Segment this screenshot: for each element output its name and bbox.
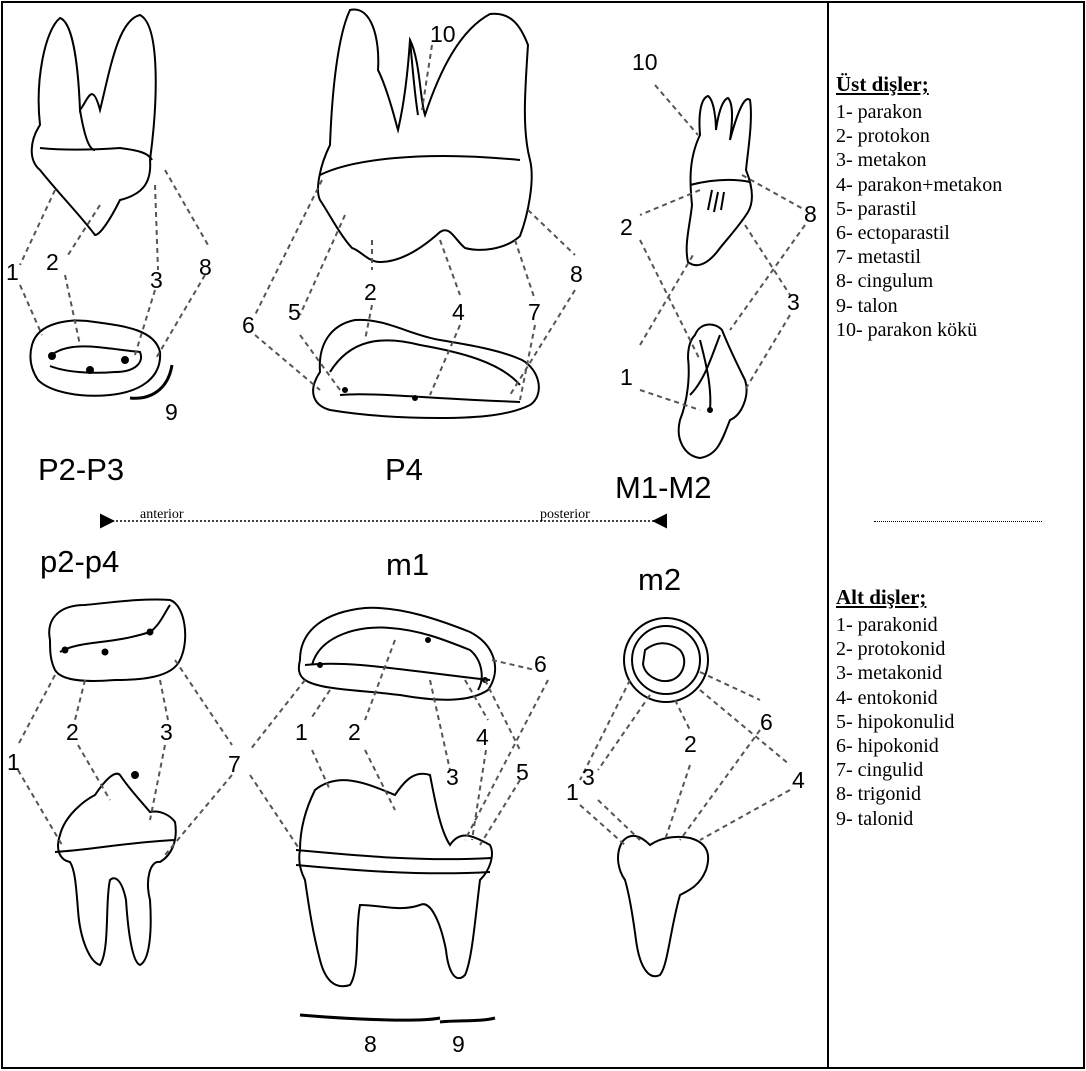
label-p4: P4 <box>385 452 423 487</box>
legend-item: 7- cingulid <box>836 758 954 782</box>
callout-8: 8 <box>570 261 583 287</box>
legend-item: 3- metakonid <box>836 661 954 685</box>
callout-9: 9 <box>452 1031 465 1057</box>
callout-2: 2 <box>620 214 633 240</box>
upper-teeth-list: 1- parakon 2- protokon 3- metakon 4- par… <box>836 100 1002 342</box>
legend-item: 8- cingulum <box>836 269 1002 293</box>
legend-item: 2- protokon <box>836 124 1002 148</box>
callout-numbers: 1 2 3 8 9 10 6 5 2 4 7 8 10 2 8 3 1 1 2 … <box>6 21 817 1057</box>
tooth-p4-upper <box>318 10 532 262</box>
legend-item: 10- parakon kökü <box>836 318 1002 342</box>
tooth-m1-occlusal <box>299 608 495 700</box>
callout-5: 5 <box>516 759 529 785</box>
callout-8: 8 <box>804 201 817 227</box>
legend-item: 1- parakonid <box>836 613 954 637</box>
tooth-m1-lateral <box>296 774 495 1022</box>
tooth-p2p4-lateral <box>55 772 176 965</box>
label-m1: m1 <box>386 547 429 582</box>
tooth-m2-lateral <box>618 836 708 976</box>
callout-3: 3 <box>150 267 163 293</box>
callout-3: 3 <box>582 764 595 790</box>
legend-item: 5- hipokonulid <box>836 710 954 734</box>
tooth-p2p4-occlusal <box>49 599 185 681</box>
callout-6: 6 <box>242 312 255 338</box>
callout-8: 8 <box>364 1031 377 1057</box>
tooth-m1m2-occlusal <box>679 325 747 458</box>
callout-1: 1 <box>295 719 308 745</box>
legend-item: 8- trigonid <box>836 782 954 806</box>
label-p2p3: P2-P3 <box>38 452 124 487</box>
legend-divider <box>874 521 1042 522</box>
legend-item: 4- parakon+metakon <box>836 173 1002 197</box>
label-m2: m2 <box>638 562 681 597</box>
callout-7: 7 <box>228 751 241 777</box>
legend-item: 6- hipokonid <box>836 734 954 758</box>
callout-4: 4 <box>476 724 489 750</box>
callout-2: 2 <box>348 719 361 745</box>
callout-1: 1 <box>620 364 633 390</box>
direction-arrow: anterior posterior <box>112 507 655 522</box>
callout-5: 5 <box>288 299 301 325</box>
legend-item: 3- metakon <box>836 148 1002 172</box>
callout-4: 4 <box>792 767 805 793</box>
callout-1: 1 <box>6 259 19 285</box>
callout-9: 9 <box>165 399 178 425</box>
legend-item: 1- parakon <box>836 100 1002 124</box>
callout-10: 10 <box>430 21 456 47</box>
callout-2: 2 <box>364 279 377 305</box>
lower-teeth-title: Alt dişler; <box>836 585 926 610</box>
upper-teeth-title: Üst dişler; <box>836 72 929 97</box>
legend-item: 2- protokonid <box>836 637 954 661</box>
label-p2p4: p2-p4 <box>40 544 119 579</box>
legend-panel: Üst dişler; 1- parakon 2- protokon 3- me… <box>836 0 1086 1071</box>
callout-3: 3 <box>787 289 800 315</box>
group-labels: P2-P3 P4 M1-M2 p2-p4 m1 m2 <box>38 452 711 597</box>
callout-2: 2 <box>46 249 59 275</box>
legend-item: 9- talonid <box>836 807 954 831</box>
callout-3: 3 <box>160 719 173 745</box>
callout-6: 6 <box>760 709 773 735</box>
callout-4: 4 <box>452 299 465 325</box>
callout-3: 3 <box>446 764 459 790</box>
callout-2: 2 <box>684 731 697 757</box>
tooth-m1m2-upper <box>687 96 752 265</box>
legend-item: 5- parastil <box>836 197 1002 221</box>
anterior-label: anterior <box>140 507 184 522</box>
callout-8: 8 <box>199 254 212 280</box>
tooth-p2p3-occlusal <box>30 321 172 399</box>
callout-1: 1 <box>566 779 579 805</box>
legend-item: 7- metastil <box>836 245 1002 269</box>
lower-teeth-list: 1- parakonid 2- protokonid 3- metakonid … <box>836 613 954 831</box>
posterior-label: posterior <box>540 507 590 522</box>
callout-7: 7 <box>528 299 541 325</box>
tooth-p4-occlusal <box>313 320 539 418</box>
tooth-m2-occlusal <box>624 618 708 702</box>
callout-10: 10 <box>632 49 658 75</box>
legend-item: 9- talon <box>836 294 1002 318</box>
callout-6: 6 <box>534 651 547 677</box>
legend-item: 4- entokonid <box>836 686 954 710</box>
legend-item: 6- ectoparastil <box>836 221 1002 245</box>
callout-1: 1 <box>7 749 20 775</box>
callout-2: 2 <box>66 719 79 745</box>
label-m1m2: M1-M2 <box>615 470 711 505</box>
